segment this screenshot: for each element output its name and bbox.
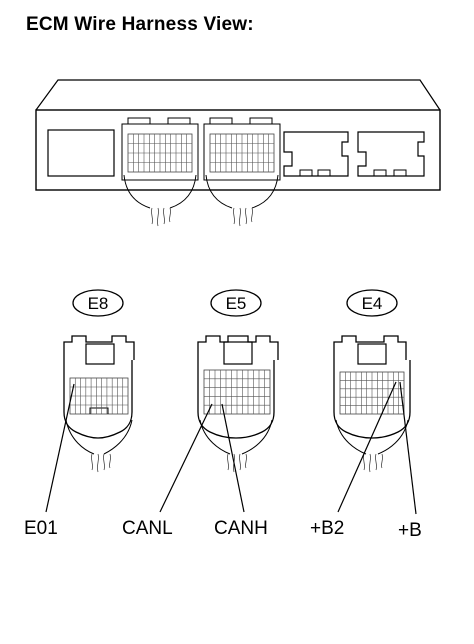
leader-plus-b bbox=[399, 381, 417, 515]
connector-e5: E5 bbox=[197, 289, 279, 473]
ecm-socket-3 bbox=[283, 131, 349, 177]
connector-e4-id-oval bbox=[346, 289, 398, 317]
leader-canl bbox=[159, 403, 213, 513]
leader-lines bbox=[45, 381, 417, 515]
leader-e01 bbox=[45, 383, 75, 513]
ecm-unit bbox=[35, 79, 441, 227]
ecm-socket-1 bbox=[121, 117, 199, 181]
connector-e4: E4 bbox=[333, 289, 411, 473]
pin-label-plus-b2: +B2 bbox=[310, 518, 344, 539]
leader-plus-b2 bbox=[337, 381, 397, 513]
connector-e8-id: E8 bbox=[88, 294, 109, 313]
pin-label-e01: E01 bbox=[24, 518, 58, 539]
pin-label-canh: CANH bbox=[214, 518, 268, 539]
diagram-title: ECM Wire Harness View: bbox=[26, 14, 254, 35]
pin-label-canl: CANL bbox=[122, 518, 173, 539]
leader-canh bbox=[221, 403, 245, 513]
ecm-socket-4 bbox=[357, 131, 425, 177]
ecm-harness-2 bbox=[205, 174, 279, 227]
connector-e8-id-oval bbox=[72, 289, 124, 317]
connector-e4-id: E4 bbox=[362, 294, 383, 313]
connector-e5-id-oval bbox=[210, 289, 262, 317]
ecm-socket-2 bbox=[203, 117, 281, 181]
pin-label-plus-b: +B bbox=[398, 520, 422, 541]
connector-e5-id: E5 bbox=[226, 294, 247, 313]
ecm-harness-1 bbox=[123, 174, 197, 227]
connector-e8: E8 bbox=[63, 289, 135, 473]
